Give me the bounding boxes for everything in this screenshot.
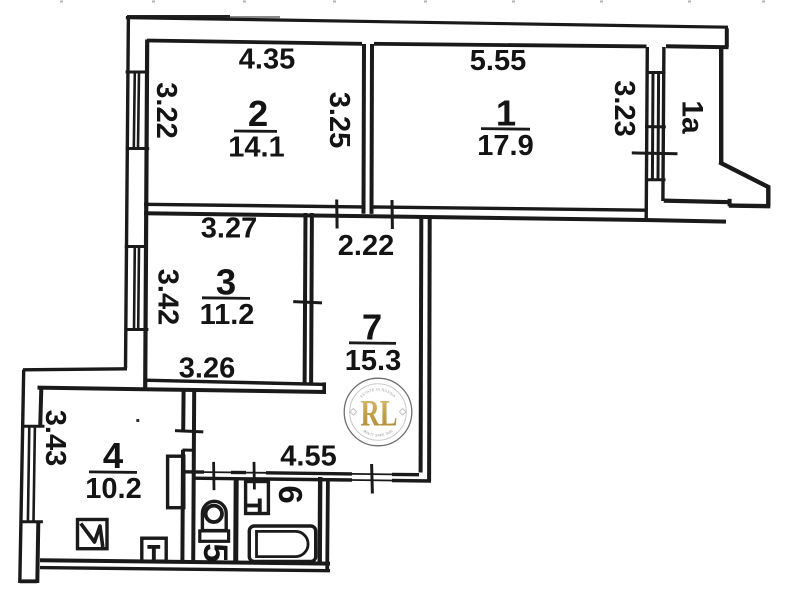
svg-text:6: 6 — [272, 485, 309, 503]
svg-text:Y: Y — [371, 433, 375, 438]
svg-text:T: T — [369, 432, 372, 436]
svg-text:2.22: 2.22 — [338, 230, 394, 262]
svg-text:3: 3 — [216, 262, 236, 303]
svg-text:3.26: 3.26 — [179, 353, 235, 385]
svg-text:15.3: 15.3 — [345, 345, 401, 377]
svg-text:S: S — [375, 433, 378, 437]
svg-text:RL: RL — [361, 394, 398, 435]
svg-text:A: A — [366, 431, 370, 436]
svg-text:3.25: 3.25 — [323, 92, 355, 148]
svg-text:R: R — [362, 429, 367, 434]
svg-text:1a: 1a — [675, 100, 708, 134]
svg-text:L: L — [368, 432, 371, 436]
svg-text:3.42: 3.42 — [152, 269, 184, 325]
svg-text:E: E — [364, 430, 369, 435]
svg-text:1: 1 — [496, 93, 516, 134]
svg-text:3.23: 3.23 — [608, 80, 640, 136]
svg-text:11.2: 11.2 — [200, 299, 255, 331]
svg-text:0: 0 — [387, 431, 391, 435]
svg-text:17.9: 17.9 — [477, 130, 533, 162]
svg-text:4.55: 4.55 — [280, 440, 336, 472]
svg-text:3.27: 3.27 — [201, 213, 257, 245]
svg-text:5: 5 — [390, 429, 394, 433]
svg-text:2: 2 — [248, 93, 268, 134]
svg-text:14.1: 14.1 — [228, 131, 284, 163]
svg-text:3.43: 3.43 — [39, 410, 71, 466]
svg-text:C: C — [380, 433, 384, 437]
svg-text:5: 5 — [196, 543, 234, 562]
svg-text:2: 2 — [385, 432, 388, 436]
svg-text:7: 7 — [362, 306, 382, 347]
svg-text:0: 0 — [388, 430, 392, 434]
svg-text:I: I — [378, 434, 379, 438]
svg-text:3.22: 3.22 — [150, 82, 182, 138]
svg-text:4: 4 — [103, 435, 124, 476]
svg-text:N: N — [378, 433, 381, 437]
svg-text:4.35: 4.35 — [239, 43, 295, 75]
svg-text:5.55: 5.55 — [470, 45, 526, 77]
svg-text:E: E — [382, 433, 386, 438]
svg-text:10.2: 10.2 — [85, 473, 141, 505]
